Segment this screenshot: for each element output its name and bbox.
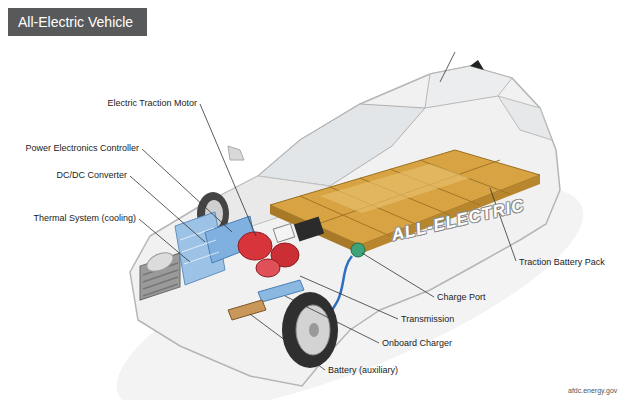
part-label: Charge Port	[437, 292, 486, 303]
leader-line	[142, 149, 232, 232]
leader-line	[440, 52, 455, 82]
front-wheel-near	[282, 292, 338, 368]
part-label: Power Electronics Controller	[25, 143, 139, 154]
car-body	[425, 66, 512, 108]
front-wheel-near	[282, 292, 338, 368]
front-components	[180, 228, 214, 240]
traction-battery-pack	[270, 150, 540, 254]
part-label: Electric Traction Motor	[107, 98, 197, 109]
traction-battery-pack	[320, 164, 470, 213]
part-label: Battery (auxiliary)	[328, 365, 398, 376]
front-components	[228, 300, 266, 320]
car-body	[498, 96, 552, 140]
car-body	[470, 60, 484, 70]
front-components	[184, 252, 219, 264]
front-components	[143, 277, 178, 289]
front-components	[143, 270, 178, 282]
front-components	[294, 216, 324, 241]
leader-line	[250, 314, 325, 370]
car-body	[228, 146, 244, 160]
front-components	[238, 232, 272, 260]
leader-line	[362, 253, 434, 297]
car-body	[130, 60, 560, 386]
part-label: DC/DC Converter	[56, 170, 127, 181]
leader-line	[139, 219, 190, 262]
part-label: Transmission	[401, 314, 454, 325]
front-components	[182, 240, 216, 252]
leader-line	[300, 276, 398, 319]
front-components	[144, 249, 176, 275]
front-wheel-near	[296, 305, 330, 355]
front-components	[256, 259, 280, 277]
title-box: All-Electric Vehicle	[8, 8, 147, 36]
part-label: Thermal System (cooling)	[33, 213, 136, 224]
source-credit: afdc.energy.gov	[568, 386, 617, 395]
leader-line	[200, 104, 256, 236]
leader-line	[285, 296, 379, 343]
charge-port	[351, 243, 365, 257]
leader-line	[130, 176, 205, 242]
car-body	[130, 66, 560, 386]
part-label: Onboard Charger	[382, 338, 452, 349]
front-components	[143, 284, 178, 296]
title-text: All-Electric Vehicle	[18, 14, 133, 30]
front-wheel-near	[309, 323, 319, 337]
front-components	[273, 224, 294, 243]
part-label: Traction Battery Pack	[519, 257, 605, 268]
